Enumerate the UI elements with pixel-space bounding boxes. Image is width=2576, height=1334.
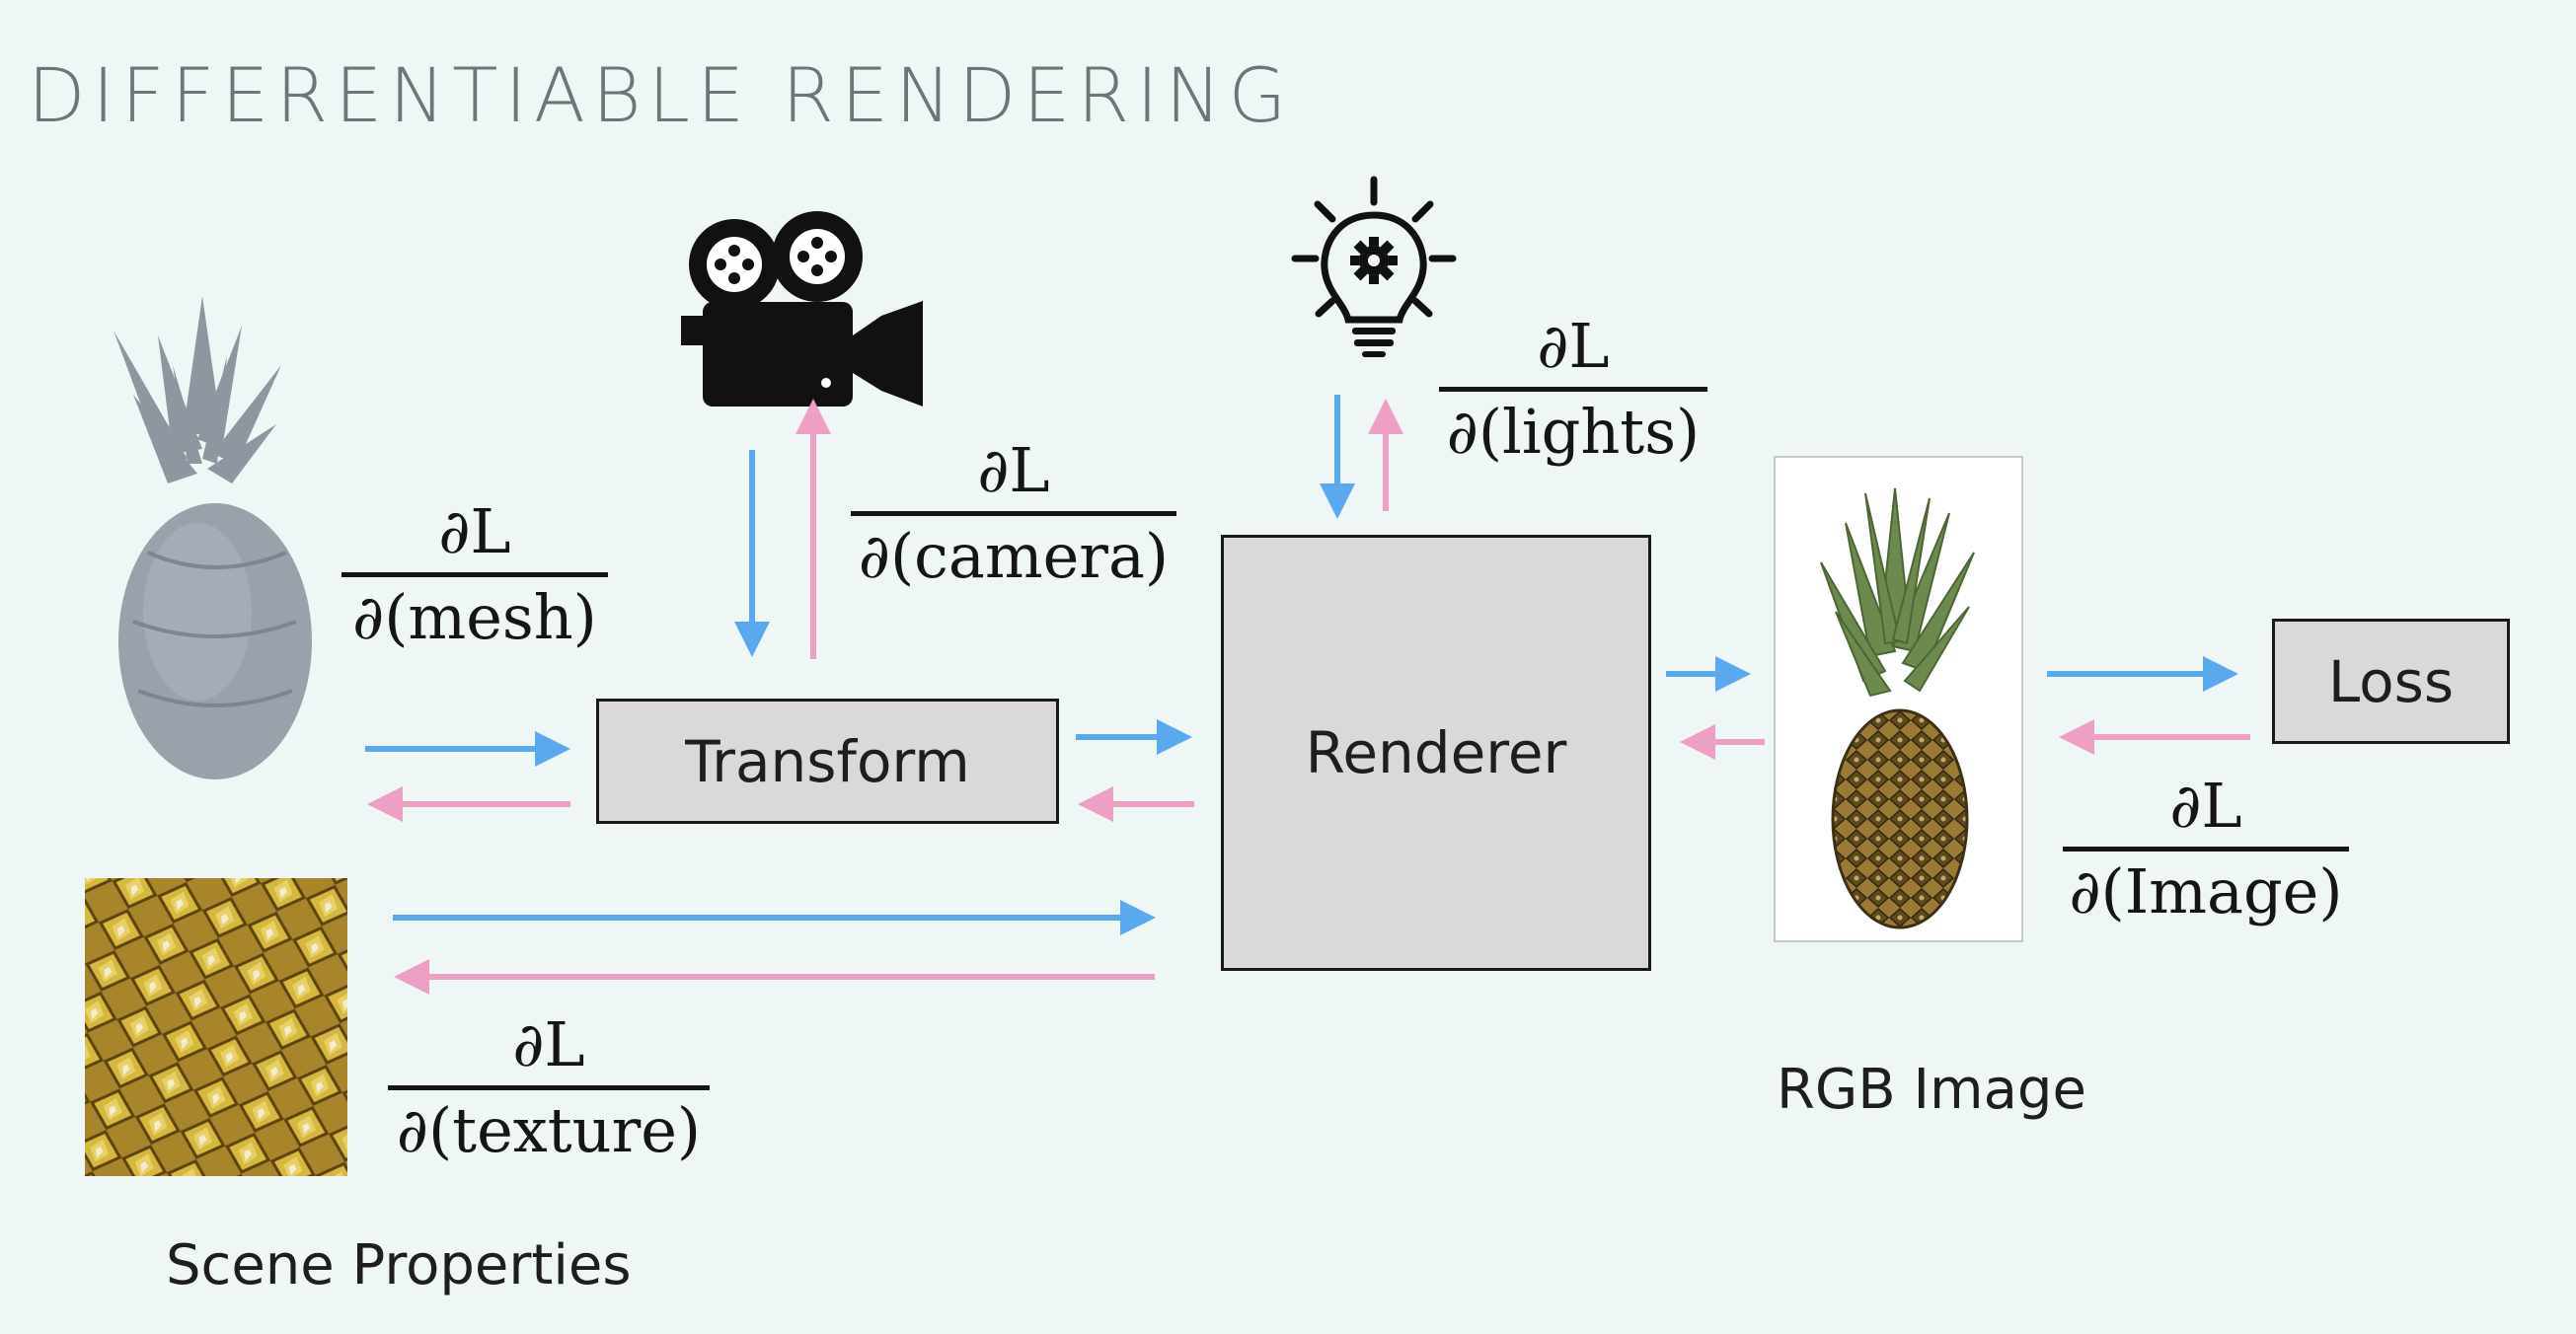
arrows [365, 395, 2250, 995]
transform-label: Transform [685, 727, 970, 795]
gradient-image: ∂L ∂(Image) [2063, 776, 2349, 923]
loss-label: Loss [2327, 647, 2455, 715]
fraction-bar [2063, 847, 2349, 852]
rgb-image-label: RGB Image [1777, 1058, 2086, 1122]
fraction-bar [388, 1085, 710, 1090]
pineapple-mesh-icon [114, 296, 312, 779]
gradient-image-numerator: ∂L [2169, 770, 2242, 842]
gradient-lights-numerator: ∂L [1537, 310, 1610, 382]
gradient-texture-numerator: ∂L [512, 1008, 585, 1080]
gradient-texture: ∂L ∂(texture) [388, 1014, 710, 1161]
scene-properties-label: Scene Properties [166, 1233, 632, 1297]
gradient-lights-denominator: ∂(lights) [1446, 396, 1701, 468]
movie-camera-icon [681, 211, 923, 407]
pineapple-texture-image [85, 878, 347, 1176]
fraction-bar [1439, 387, 1707, 392]
gradient-camera: ∂L ∂(camera) [851, 440, 1176, 587]
loss-box: Loss [2272, 619, 2510, 744]
gradient-mesh-denominator: ∂(mesh) [352, 581, 597, 653]
gradient-mesh-numerator: ∂L [438, 495, 511, 567]
light-bulb-icon [1291, 176, 1457, 357]
transform-box: Transform [596, 699, 1059, 824]
slide-title: DIFFERENTIABLE RENDERING [28, 51, 1294, 139]
gradient-camera-numerator: ∂L [977, 434, 1050, 506]
gradient-camera-denominator: ∂(camera) [858, 520, 1170, 592]
gradient-lights: ∂L ∂(lights) [1439, 316, 1707, 463]
gradient-texture-denominator: ∂(texture) [396, 1094, 702, 1166]
gradient-mesh: ∂L ∂(mesh) [341, 501, 608, 648]
gradient-image-denominator: ∂(Image) [2069, 855, 2343, 927]
renderer-box: Renderer [1221, 535, 1651, 971]
fraction-bar [341, 572, 608, 577]
pineapple-photo-image [1774, 456, 2023, 942]
fraction-bar [851, 511, 1176, 516]
renderer-label: Renderer [1305, 719, 1567, 786]
